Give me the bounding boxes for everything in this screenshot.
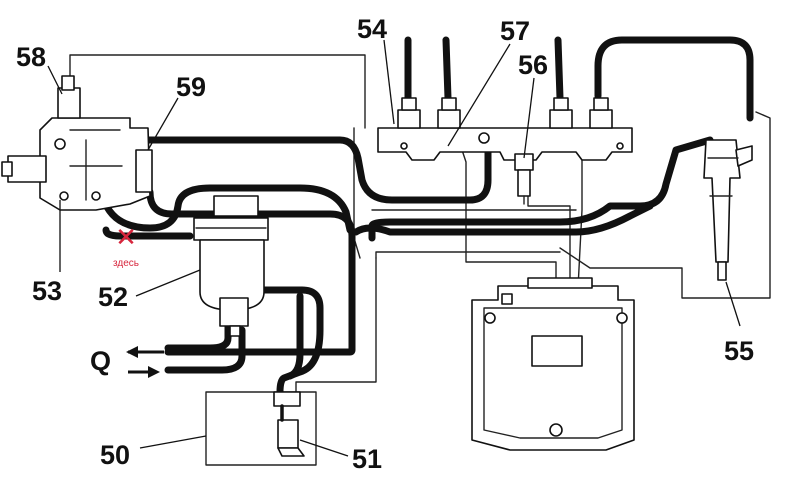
injector-pipes: [404, 36, 564, 102]
label-55: 55: [724, 336, 754, 366]
fault-location-marker: ✕ здесь: [113, 223, 139, 269]
fuel-rail: [377, 97, 633, 161]
flow-out-arrow-icon: [126, 346, 138, 358]
tank-sender: [273, 391, 305, 457]
label-53: 53: [32, 276, 62, 306]
label-50: 50: [100, 440, 130, 470]
fuel-filter: [193, 195, 269, 337]
flow-arrows: [126, 346, 164, 378]
ecu: [471, 277, 635, 451]
label-56: 56: [518, 50, 548, 80]
red-cross-icon: ✕: [115, 223, 137, 253]
flow-in-arrow-icon: [148, 366, 160, 378]
injector: [703, 139, 753, 281]
label-51: 51: [352, 444, 382, 474]
leader-lines: [47, 39, 741, 457]
label-q: Q: [90, 346, 111, 376]
fuel-lines: [96, 36, 754, 396]
label-57: 57: [500, 16, 530, 46]
label-52: 52: [98, 282, 128, 312]
label-59: 59: [176, 72, 206, 102]
marker-caption: здесь: [113, 258, 139, 269]
label-58: 58: [16, 42, 46, 72]
label-54: 54: [357, 14, 387, 44]
callout-labels: 58 59 54 57 56 53 52 55 50 51 Q: [16, 14, 754, 474]
rail-pressure-sensor: [514, 153, 534, 205]
high-pressure-pump: [1, 75, 153, 211]
